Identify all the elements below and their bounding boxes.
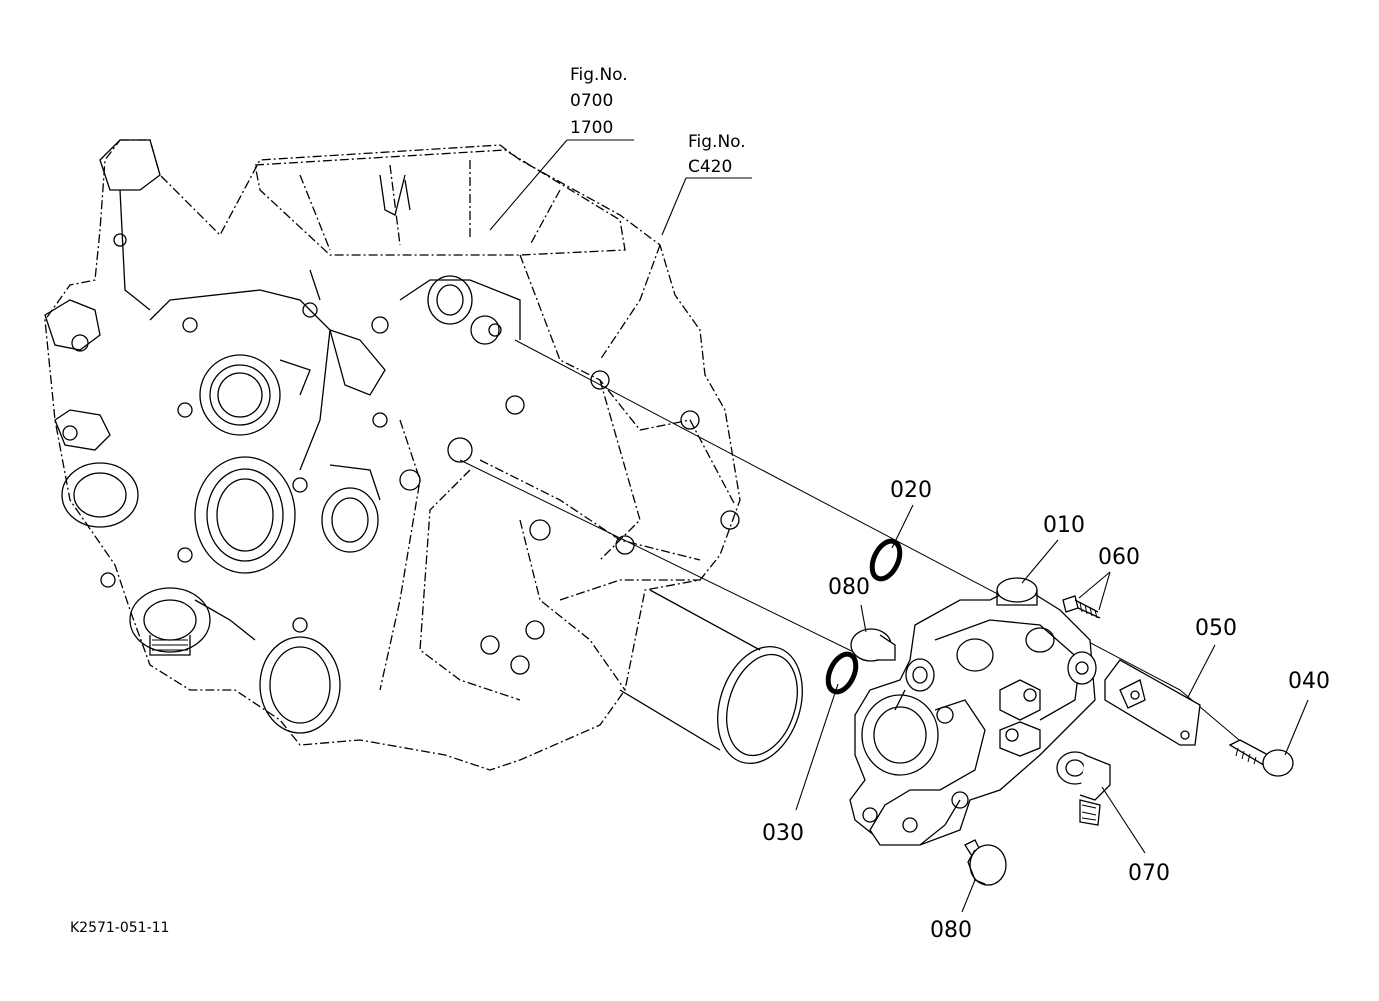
fig-ref-title: Fig.No. <box>688 132 746 152</box>
part-label-080: 080 <box>828 575 870 600</box>
tube-sleeve <box>619 589 803 765</box>
elbow-fitting-070 <box>1056 751 1111 826</box>
part-label-050: 050 <box>1195 616 1237 641</box>
plug-080-lower <box>964 839 1007 886</box>
part-label-020: 020 <box>890 478 932 503</box>
figure-ref-c420: Fig.No. C420 <box>688 132 746 177</box>
fig-ref-number: C420 <box>688 157 732 177</box>
part-label-060: 060 <box>1098 545 1140 570</box>
drawing-code: K2571-051-11 <box>70 920 169 936</box>
fig-ref-title: Fig.No. <box>570 65 628 85</box>
transmission-case <box>44 139 741 771</box>
figure-ref-0700-1700: Fig.No. 0700 1700 <box>570 65 628 138</box>
part-label-080: 080 <box>930 918 972 943</box>
o-ring-020 <box>869 538 903 582</box>
o-ring-030 <box>825 651 859 695</box>
plug-080-upper <box>850 628 896 662</box>
part-label-010: 010 <box>1043 513 1085 538</box>
part-label-040: 040 <box>1288 669 1330 694</box>
valve-body-010 <box>849 577 1097 846</box>
part-label-030: 030 <box>762 821 804 846</box>
fig-ref-number: 0700 <box>570 91 613 111</box>
fig-ref-number: 1700 <box>570 118 613 138</box>
figure-ref-leaders <box>489 139 752 236</box>
plate-050 <box>1104 659 1201 746</box>
bolt-040 <box>1228 739 1294 777</box>
part-label-leaders <box>795 504 1309 913</box>
bolts-060 <box>1062 595 1101 619</box>
part-label-070: 070 <box>1128 861 1170 886</box>
